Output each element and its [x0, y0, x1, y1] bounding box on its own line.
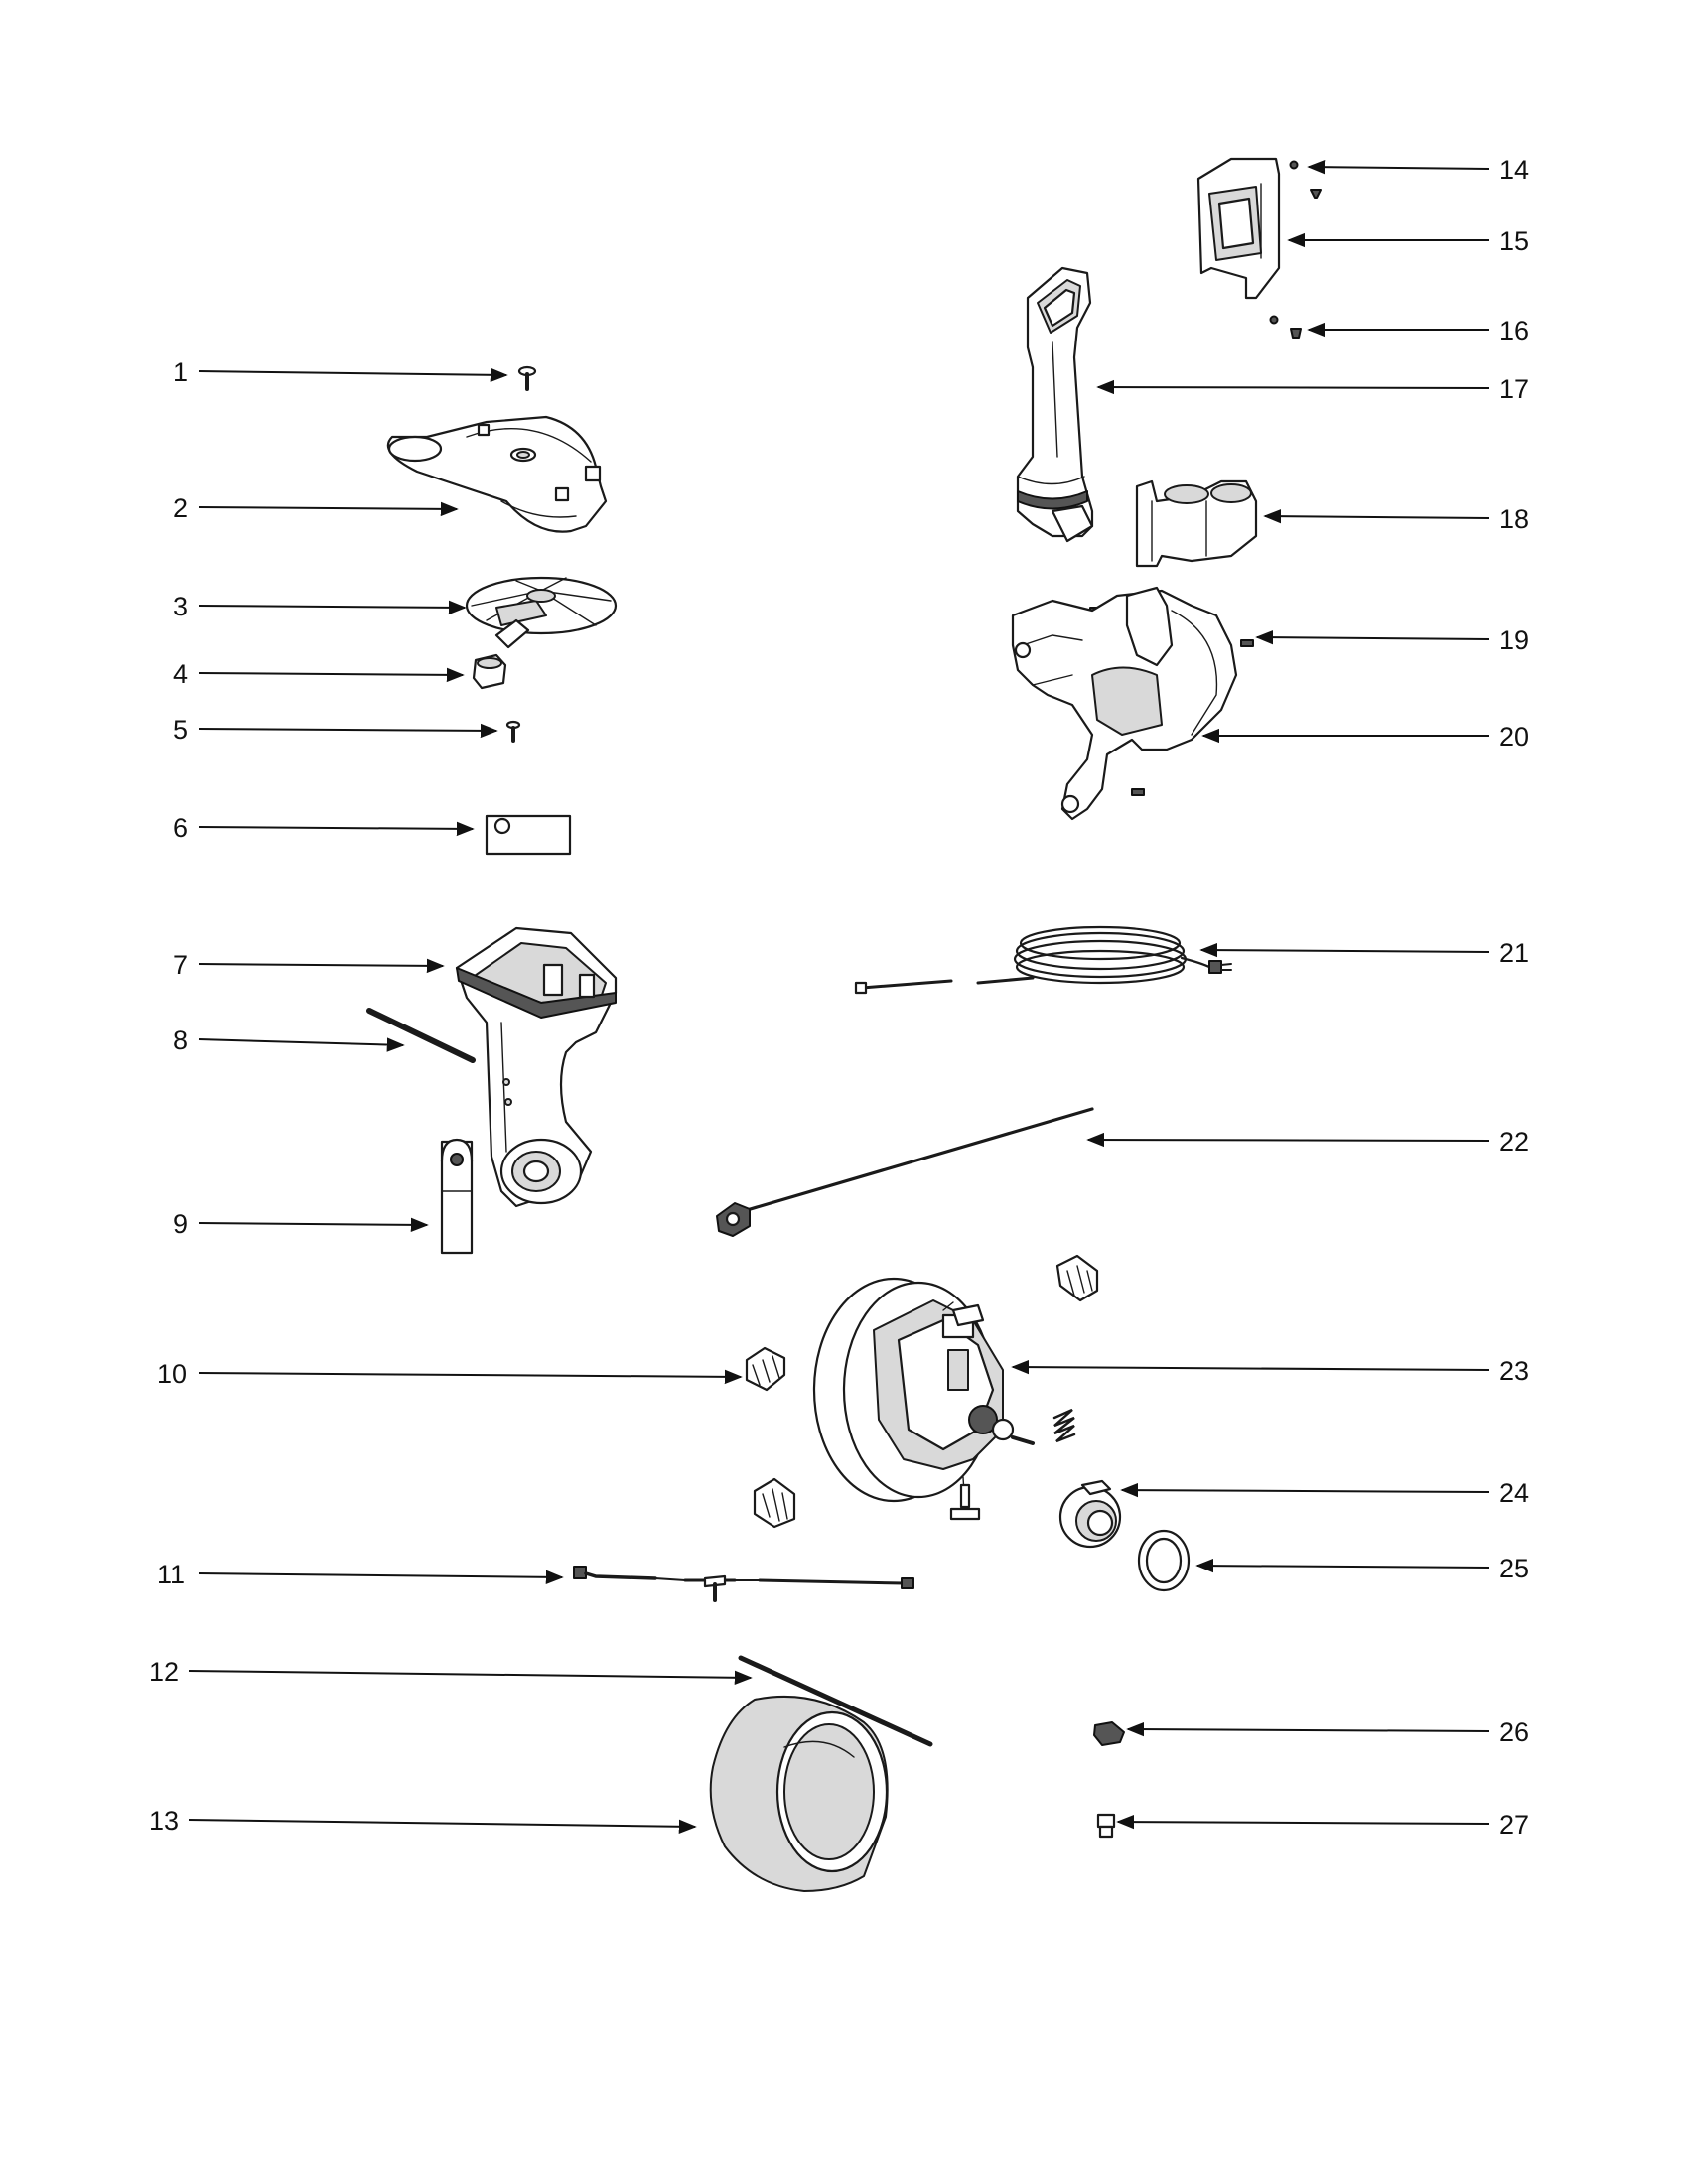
part-20-rear-housing	[1011, 586, 1238, 821]
part-24-bearing-housing	[1058, 1479, 1122, 1549]
part-23-motor	[812, 1277, 1035, 1521]
callout-numbers: 1 2 3 4 5 6 7 8 9 10 11 12 13 14 15 16 1…	[149, 155, 1529, 1840]
callout-4: 4	[173, 659, 188, 689]
part-25-washer	[1137, 1529, 1191, 1592]
part-13-drum	[709, 1695, 889, 1892]
part-6-label-plate	[485, 814, 572, 856]
callout-23: 23	[1499, 1356, 1529, 1386]
part-9-bracket	[440, 1138, 474, 1255]
part-11-wire-harness	[573, 1566, 914, 1602]
part-26-spring	[1093, 1721, 1125, 1746]
callout-2: 2	[173, 493, 188, 523]
callout-5: 5	[173, 715, 188, 745]
part-16-screw-nut	[1269, 315, 1302, 339]
callout-15: 15	[1499, 226, 1529, 256]
callout-19: 19	[1499, 625, 1529, 655]
part-21-power-cord	[854, 925, 1232, 995]
callout-13: 13	[149, 1806, 179, 1836]
callout-27: 27	[1499, 1810, 1529, 1840]
callout-9: 9	[173, 1209, 188, 1239]
callout-25: 25	[1499, 1554, 1529, 1583]
callout-6: 6	[173, 813, 188, 843]
callout-24: 24	[1499, 1478, 1529, 1508]
part-18-cord-hook	[1135, 479, 1258, 568]
callout-21: 21	[1499, 938, 1529, 968]
callout-18: 18	[1499, 504, 1529, 534]
part-8-axle-rod	[366, 1008, 476, 1063]
part-5-screw	[505, 720, 521, 743]
callout-16: 16	[1499, 316, 1529, 345]
part-27-bolt	[1096, 1813, 1116, 1839]
callout-26: 26	[1499, 1717, 1529, 1747]
callout-1: 1	[173, 357, 188, 387]
callout-17: 17	[1499, 374, 1529, 404]
part-7-handle-base	[455, 926, 618, 1208]
part-15-handle-bracket	[1196, 157, 1281, 300]
callout-20: 20	[1499, 722, 1529, 751]
part-2-cover-plate	[386, 415, 608, 533]
part-10-carbon-brush	[745, 1254, 1099, 1529]
part-17-handle-tube	[1016, 266, 1094, 543]
part-1-screw	[517, 365, 537, 391]
part-22-switch-rod	[716, 1107, 1094, 1237]
part-12-strip	[738, 1655, 933, 1747]
callout-3: 3	[173, 592, 188, 621]
callout-14: 14	[1499, 155, 1529, 185]
callout-11: 11	[157, 1560, 185, 1589]
callout-7: 7	[173, 950, 188, 980]
leader-lines	[188, 159, 1490, 1834]
part-14-screw	[1289, 160, 1322, 199]
part-4-bushing	[472, 653, 507, 690]
callout-10: 10	[157, 1359, 187, 1389]
part-3-impeller	[465, 576, 618, 649]
callout-8: 8	[173, 1025, 188, 1055]
callout-22: 22	[1499, 1127, 1529, 1157]
callout-12: 12	[149, 1657, 179, 1687]
